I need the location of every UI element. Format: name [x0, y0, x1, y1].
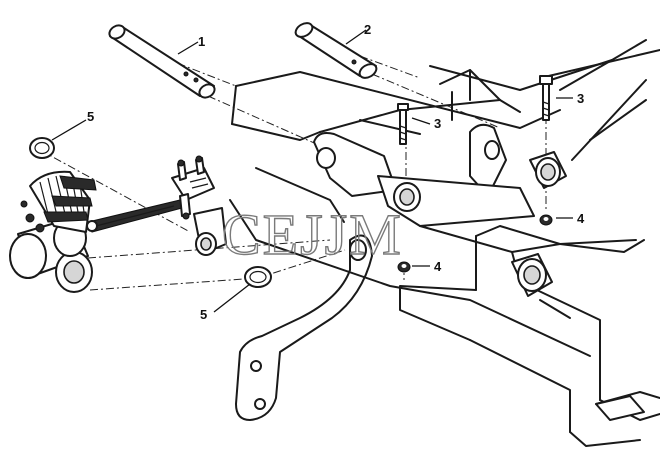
- callout-1: 1: [198, 34, 205, 49]
- nut-4-lower: [397, 261, 411, 273]
- hydraulic-cylinder: [9, 170, 97, 293]
- bolt-3-right: [539, 75, 553, 121]
- callout-4-lower: 4: [434, 259, 442, 274]
- callout-3-right: 3: [577, 91, 584, 106]
- upper-frame: [231, 39, 660, 161]
- callout-5-lower: 5: [200, 307, 207, 322]
- watermark: CEJJM: [222, 202, 403, 267]
- cross-plate: [377, 175, 535, 227]
- callout-4-upper: 4: [577, 211, 585, 226]
- pivot-bracket-left: [313, 123, 507, 197]
- callout-3-left: 3: [434, 116, 441, 131]
- valve-block: [171, 155, 215, 220]
- pivot-sleeve-center: [193, 207, 227, 256]
- callout-5-upper: 5: [87, 109, 94, 124]
- swing-arm: [235, 234, 373, 421]
- bushing-right-upper: [529, 151, 567, 189]
- callout-leaders: [51, 29, 573, 313]
- washer-5-lower: [244, 266, 272, 288]
- pin-1: [108, 24, 216, 99]
- bushing-right-lower: [511, 253, 553, 297]
- washer-5-upper: [29, 137, 55, 159]
- cylinder-rod: [86, 199, 183, 233]
- callout-2: 2: [364, 22, 371, 37]
- nut-4-upper: [539, 214, 553, 226]
- bolt-3-left: [397, 103, 409, 145]
- pin-2: [294, 22, 378, 79]
